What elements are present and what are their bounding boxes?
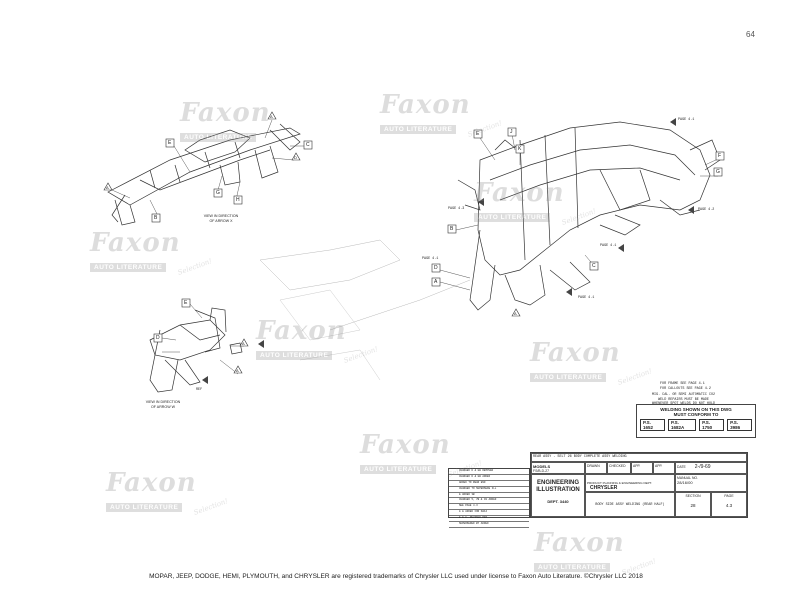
tb-date: DATE 2-/9-69 (675, 462, 747, 474)
tb-models: MODELS FS/B-D-27 (531, 462, 585, 474)
page-ref: PAGE 4.1 (678, 118, 695, 122)
revision-row: E & C. REVISED PER (449, 516, 529, 523)
tb-brand: CHRYSLER (590, 485, 618, 491)
callout-letter: B (450, 226, 454, 232)
tb-section: SECTION 28 (675, 492, 711, 517)
page-ref: PAGE 4.3 (448, 207, 465, 211)
callout-letter: C (306, 142, 310, 148)
page-ref: PAGE 4.2 (698, 208, 715, 212)
note-line: FOR CALLOUTS SEE PAGE 4.2 (660, 386, 711, 391)
note-line: MIG. CAL. OR SEMI AUTOMATIC CO2 (652, 393, 716, 397)
tb-illustration-line: ILLUSTRATION (536, 487, 580, 494)
revision-row: ADDED TO REAR END (449, 481, 529, 487)
revision-row: CHANGED D & GB ADDED (449, 475, 529, 481)
weld-code: P.S. 1682A (667, 419, 697, 431)
tb-models-value: FS/B-D-27 (533, 469, 550, 473)
tb-engineering: ENGINEERING ILLUSTRATION DEPT. 3440 (531, 474, 585, 517)
weld-line1: WELDING SHOWN ON THIS DWG (660, 407, 732, 412)
revision-row: CHANGED TO SUPERSEDE ILL (449, 487, 529, 493)
tb-product-planning-text: PRODUCT PLANNING & ENGINEERING DEPT. (587, 481, 652, 485)
frame-note: FOR FRAME SEE PAGE 4.1 FOR CALLOUTS SEE … (660, 382, 711, 391)
view-caption-line: VIEW IN DIRECTION (145, 400, 181, 404)
revision-row: CHANGED D & GB REMOVED (449, 469, 529, 475)
trademark-footer: MOPAR, JEEP, DODGE, HEMI, PLYMOUTH, and … (149, 573, 643, 580)
note-line: WELD REPAIRS MUST BE MADE (658, 397, 709, 402)
note-line: FOR FRAME SEE PAGE 4.1 (660, 382, 705, 386)
callout-letter: A (242, 341, 245, 346)
callout-letter: G (716, 169, 720, 175)
tb-dept: DEPT. 3440 (547, 499, 569, 505)
callout-letter: E (168, 140, 172, 146)
weld-line2: MUST CONFORM TO (673, 412, 719, 417)
revision-row: & ADDED 3B (449, 493, 529, 499)
tb-models-label: MODELS (533, 464, 551, 469)
page-ref: PAGE 4.1 (600, 244, 617, 248)
view-caption-line: OF ARROW W (151, 404, 175, 409)
callout-letter: D (156, 335, 160, 341)
tb-page-value: 4.3 (725, 503, 733, 508)
callout-letter: A (514, 311, 517, 316)
tb-manual: MANUAL NO. 28/16/00 (675, 474, 747, 492)
tb-header: REAR ASSY - SELT 26 BODY COMPLETE ASSY W… (531, 453, 747, 462)
callout-letter: J (510, 129, 513, 135)
callout-letter: B (154, 215, 158, 221)
tb-section-value: 28 (690, 503, 696, 508)
tb-section-label: SECTION (685, 494, 701, 498)
tb-date-value: 2-/9-69 (694, 464, 711, 470)
view-caption-line: VIEW IN DIRECTION (203, 214, 239, 218)
tb-app-2: APP. (653, 462, 675, 474)
callout-letter: G (216, 190, 220, 196)
callout-letter: D (434, 265, 438, 271)
page-number: 64 (746, 30, 755, 39)
weld-code: P.S. 1652 (640, 419, 665, 431)
revision-row: SUPERSEDED BY ADDED (449, 522, 529, 528)
tb-manual-value: 28/16/00 (677, 480, 693, 485)
callout-letter: A (270, 114, 273, 119)
tb-product-planning: PRODUCT PLANNING & ENGINEERING DEPT. CHR… (585, 474, 675, 492)
revision-row: G & ADDED FOR KWAI (449, 510, 529, 517)
tb-date-label: DATE (677, 465, 686, 469)
callout-letter: F (718, 153, 722, 159)
callout-letter: A (236, 368, 239, 373)
tb-drawn: DRAWN (585, 462, 607, 474)
view-caption-w: VIEW IN DIRECTION OF ARROW W (138, 400, 188, 409)
tb-app: APP. (631, 462, 653, 474)
title-block: REAR ASSY - SELT 26 BODY COMPLETE ASSY W… (530, 452, 748, 518)
weld-code: P.S. 1750 (699, 419, 725, 431)
welding-spec-box: WELDING SHOWN ON THIS DWG MUST CONFORM T… (636, 404, 756, 438)
tb-page-label: PAGE (724, 494, 734, 498)
revision-row: CHANGED 5, 7B & 30 ADDED (449, 498, 529, 505)
tb-page: PAGE 4.3 (711, 492, 747, 517)
revision-row: SEE PAGE 4.3 (449, 504, 529, 511)
view-caption-x: VIEW IN DIRECTION OF ARROW X (196, 214, 246, 223)
callout-letter: H (236, 197, 240, 203)
tb-engineering-line: ENGINEERING (536, 480, 579, 486)
tb-checked: CHECKED (607, 462, 631, 474)
callout-letter: K (518, 146, 522, 152)
callout-letter: C (592, 263, 596, 269)
callout-letter: A (434, 279, 438, 285)
tb-manual-label: MANUAL NO. (677, 476, 698, 480)
tb-description: BODY SIDE ASSY WELDING (REAR HALF) (585, 492, 675, 517)
view-caption-line: OF ARROW X (209, 218, 233, 223)
ref-label: REF (196, 388, 203, 392)
callout-letter: D (294, 155, 297, 160)
callout-letter: E (476, 131, 480, 137)
page-ref: PAGE 4.1 (422, 257, 439, 261)
callout-letter: A (106, 185, 109, 190)
callout-letter: E (184, 300, 188, 306)
revision-table: CHANGED D & GB REMOVED CHANGED D & GB AD… (448, 468, 530, 528)
weld-code: P.S. 3986 (727, 419, 753, 431)
page-ref: PAGE 4.1 (578, 296, 595, 300)
